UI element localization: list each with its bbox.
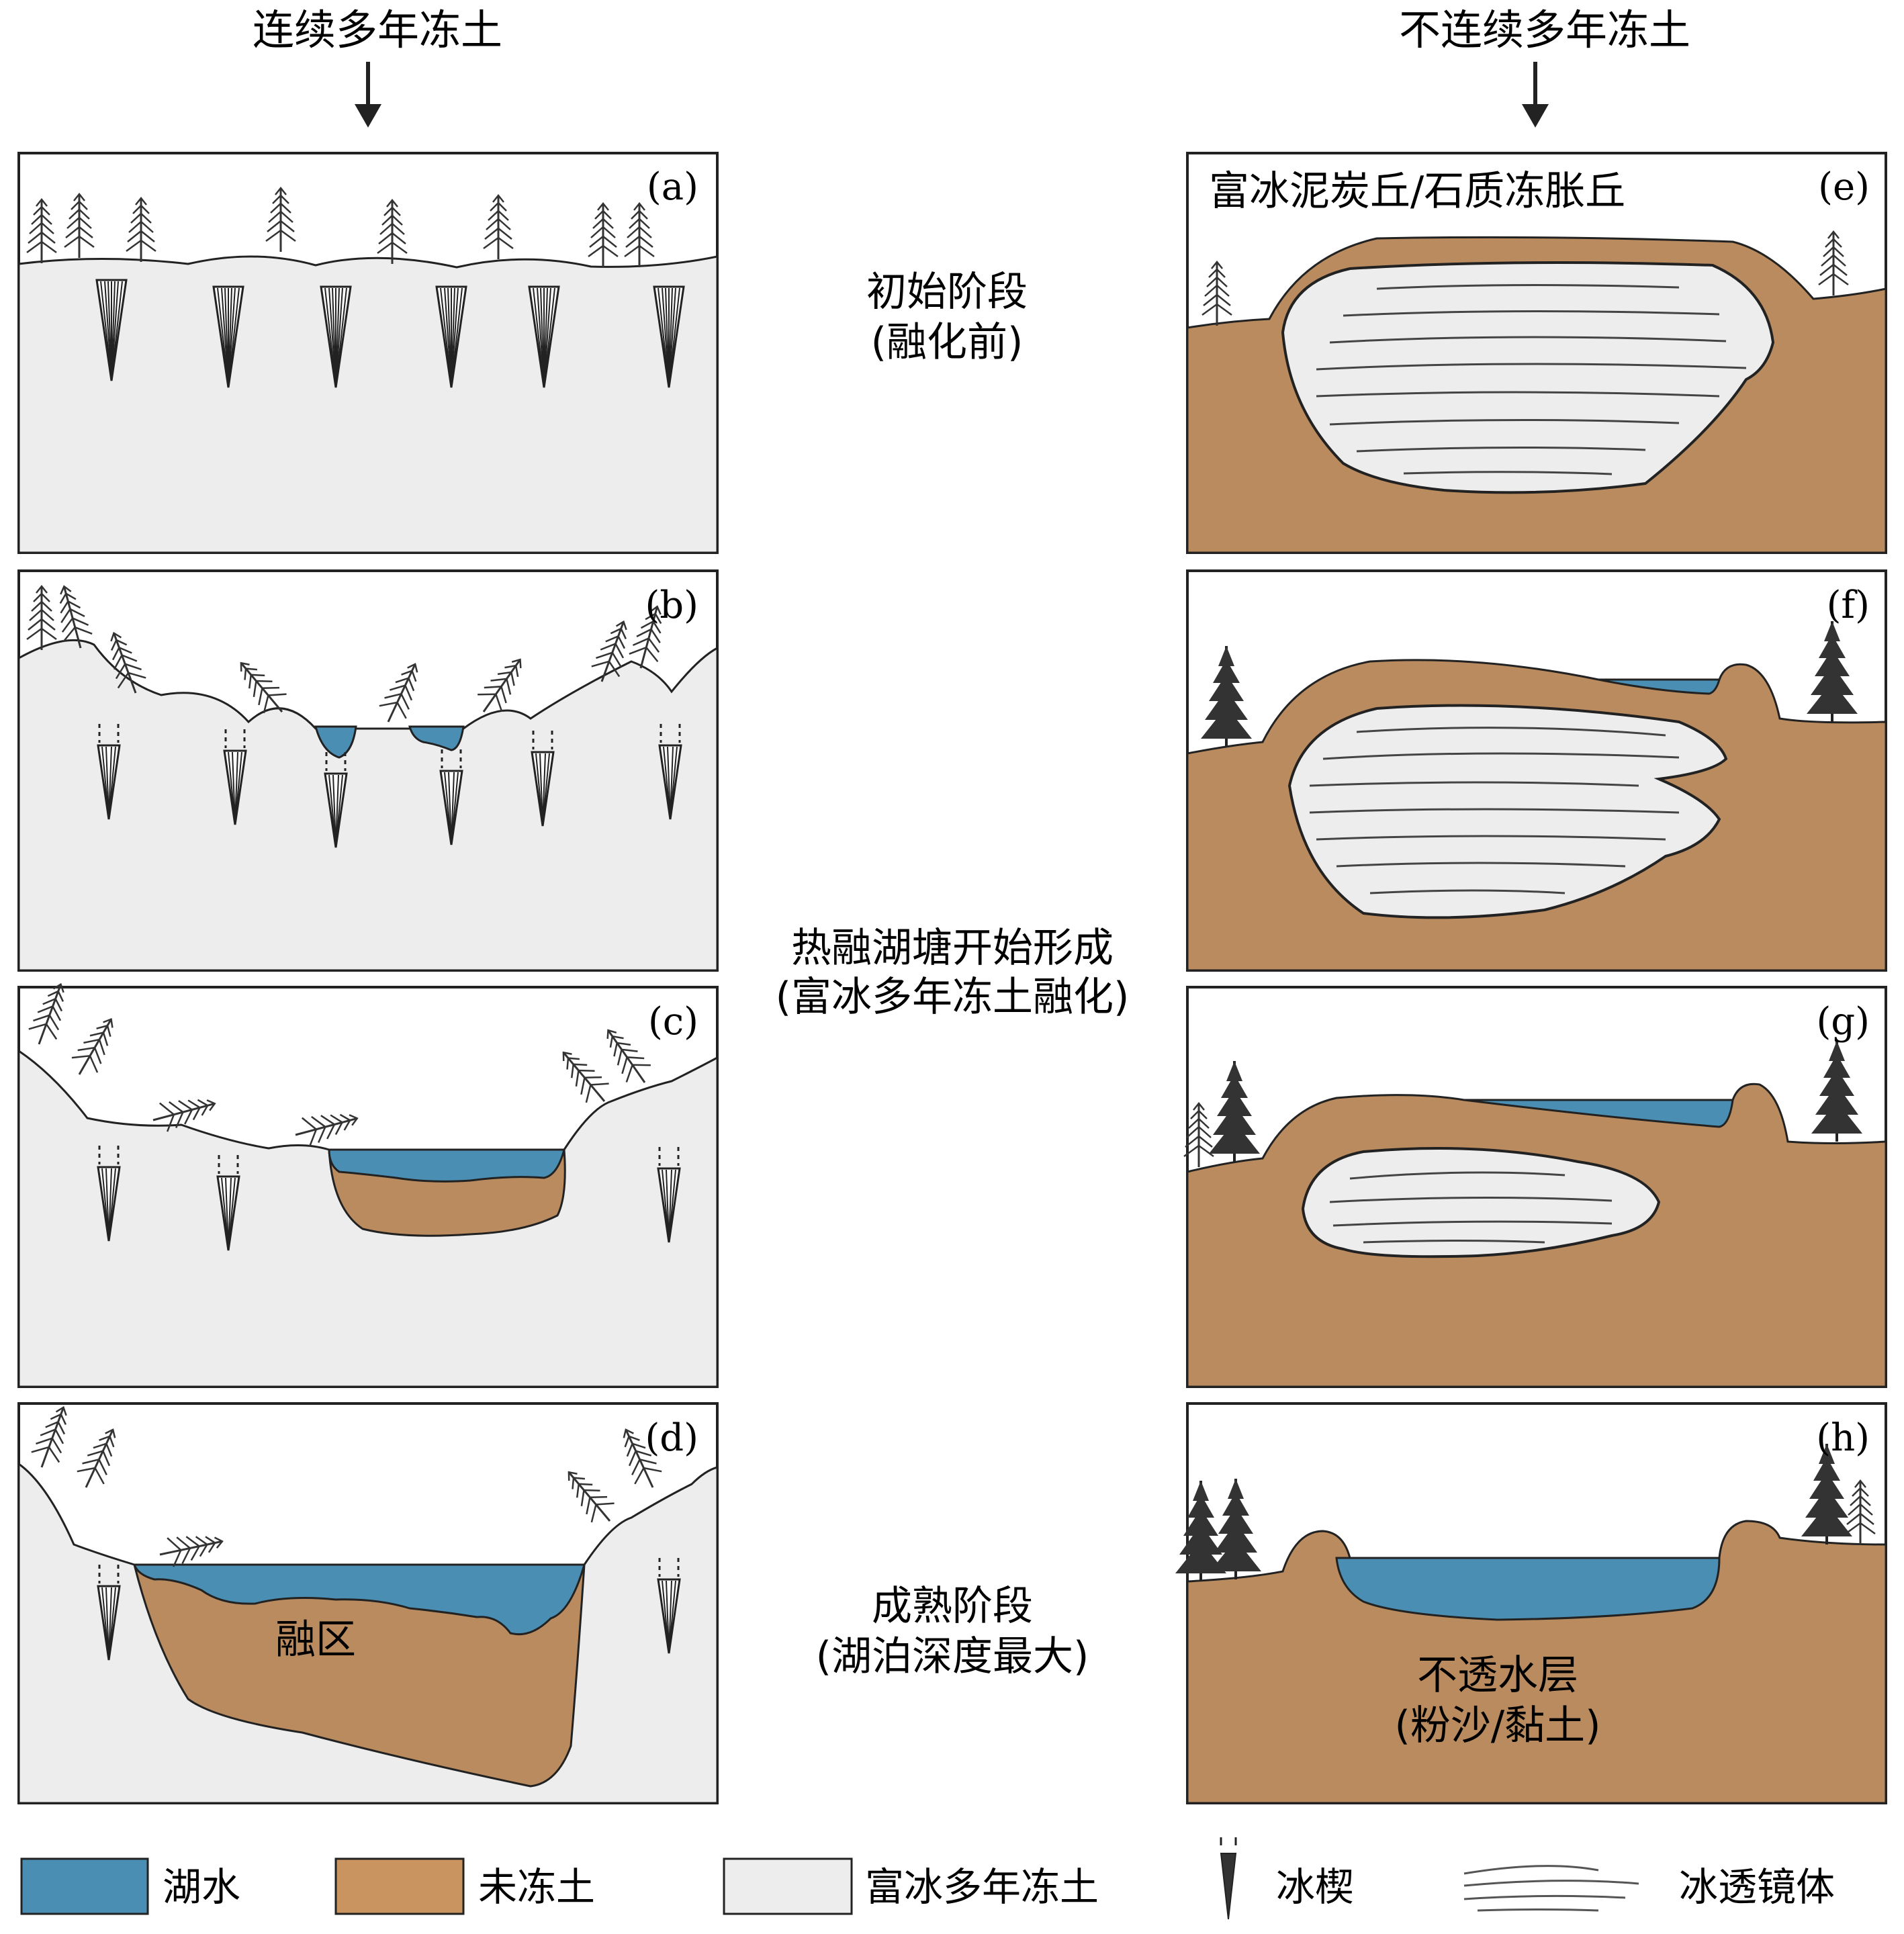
ice-lenses-f — [1309, 727, 1680, 894]
stage-mature-title: 成熟阶段 — [872, 1583, 1033, 1630]
lake-b2 — [408, 725, 465, 751]
legend: 湖水 未冻土 富冰多年冻土 冰楔 冰透镜体 — [20, 1837, 1835, 1920]
panel-c: (c) — [17, 978, 719, 1388]
panel-g: (g) — [1183, 986, 1887, 1388]
mound-label: 富冰泥炭丘/石质冻胀丘 — [1209, 168, 1625, 215]
stage-initial-subtitle: (融化前) — [871, 319, 1024, 366]
panel-label-a: (a) — [647, 165, 698, 209]
stage-initial-title: 初始阶段 — [866, 269, 1028, 316]
stage-forming-title: 热融湖塘开始形成 — [791, 925, 1114, 972]
lake-f — [1598, 678, 1721, 695]
lake-d — [132, 1563, 586, 1636]
legend-unfrozen-label: 未冻土 — [478, 1864, 595, 1910]
lake-g — [1463, 1099, 1734, 1128]
panel-f: (f) — [1186, 569, 1887, 972]
ice-lenses-g — [1329, 1171, 1613, 1244]
ice-wedge-icon — [1220, 1837, 1237, 1920]
header-right-arrow — [1522, 62, 1549, 128]
legend-ice-wedge: 冰楔 — [1220, 1837, 1354, 1920]
panel-label-g: (g) — [1816, 1000, 1870, 1044]
permafrost-core-e — [1281, 261, 1775, 494]
panel-d: 融区 (d) — [17, 1401, 719, 1804]
lake-h — [1335, 1557, 1721, 1621]
panel-label-d: (d) — [645, 1416, 698, 1460]
panel-b: (b) — [17, 569, 719, 972]
impermeable-layer-sublabel: (粉沙/黏土) — [1394, 1702, 1600, 1749]
lake-c — [328, 1148, 565, 1183]
legend-permafrost: 富冰多年冻土 — [723, 1857, 1099, 1915]
panel-e: 富冰泥炭丘/石质冻胀丘 (e) — [1186, 152, 1887, 554]
stage-mature-subtitle: (湖泊深度最大) — [816, 1633, 1089, 1680]
legend-lake: 湖水 — [20, 1857, 240, 1915]
panel-h: 不透水层 (粉沙/黏土) (h) — [1174, 1402, 1887, 1804]
ice-lenses-e — [1316, 283, 1747, 475]
stage-forming-subtitle: (富冰多年冻土融化) — [776, 974, 1130, 1021]
impermeable-layer-label: 不透水层 — [1417, 1652, 1578, 1699]
talik-label: 融区 — [275, 1616, 356, 1663]
legend-ice-lens: 冰透镜体 — [1463, 1864, 1835, 1912]
stage-mature: 成熟阶段 (湖泊深度最大) — [816, 1583, 1089, 1680]
panel-label-b: (b) — [645, 584, 698, 627]
stage-forming: 热融湖塘开始形成 (富冰多年冻土融化) — [776, 925, 1130, 1021]
panel-a: (a) — [17, 152, 719, 554]
panel-label-c: (c) — [648, 1000, 698, 1044]
legend-ice-wedge-label: 冰楔 — [1276, 1864, 1354, 1910]
legend-lake-label: 湖水 — [163, 1864, 240, 1910]
lake-b1 — [314, 725, 357, 759]
panel-label-e: (e) — [1818, 165, 1870, 209]
legend-permafrost-label: 富冰多年冻土 — [865, 1864, 1099, 1910]
talik-d — [133, 1563, 586, 1788]
legend-ice-lens-label: 冰透镜体 — [1679, 1864, 1835, 1910]
header-left-arrow — [355, 62, 381, 128]
header-discontinuous-permafrost: 不连续多年冻土 — [1399, 5, 1690, 54]
ice-lens-icon — [1463, 1865, 1639, 1912]
legend-unfrozen: 未冻土 — [334, 1857, 595, 1915]
stage-initial: 初始阶段 (融化前) — [866, 269, 1028, 366]
panel-label-f: (f) — [1827, 584, 1870, 627]
panel-label-h: (h) — [1816, 1416, 1870, 1460]
header-continuous-permafrost: 连续多年冻土 — [253, 5, 502, 54]
